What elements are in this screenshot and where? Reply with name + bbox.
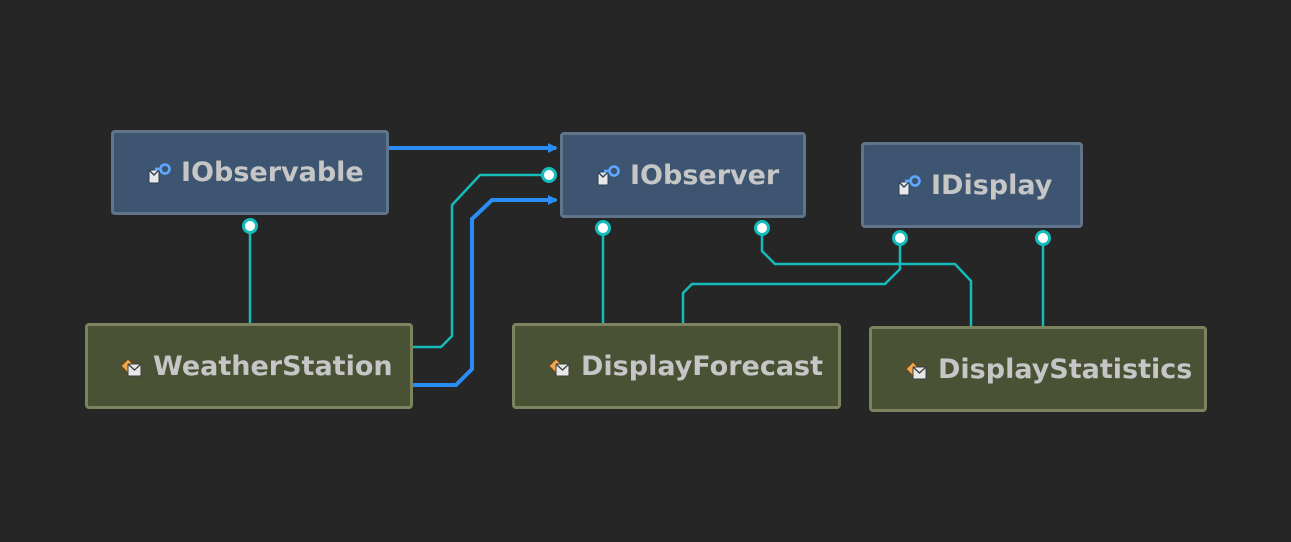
node-iobserver[interactable]: IObserver [560,132,806,218]
node-label: IObserver [630,159,780,191]
port-iobservable-bottom [242,218,258,234]
port-iobserver-left [541,167,557,183]
port-idisplay-bottom-right [1035,230,1051,246]
interface-icon [597,165,620,186]
port-idisplay-bottom-left [892,230,908,246]
node-label: DisplayStatistics [938,353,1193,385]
edge-displaystatistics-to-iobserver [760,228,973,326]
node-label: IDisplay [931,169,1053,201]
node-label: IObservable [181,157,364,188]
node-iobservable[interactable]: IObservable [111,130,389,215]
node-idisplay[interactable]: IDisplay [861,142,1083,228]
node-displayforecast[interactable]: DisplayForecast [512,323,841,409]
class-icon [905,361,927,380]
node-label: DisplayForecast [581,350,824,382]
class-icon [548,358,570,377]
node-weatherstation[interactable]: WeatherStation [85,323,413,409]
port-iobserver-bottom-right [754,220,770,236]
edge-displayforecast-to-idisplay [681,238,902,323]
class-icon [120,358,142,377]
port-iobserver-bottom-left [595,220,611,236]
interface-icon [148,162,171,183]
node-label: WeatherStation [153,350,393,382]
interface-icon [898,175,921,196]
edge-weatherstation-to-iobserver [413,173,549,349]
node-displaystatistics[interactable]: DisplayStatistics [869,326,1207,412]
